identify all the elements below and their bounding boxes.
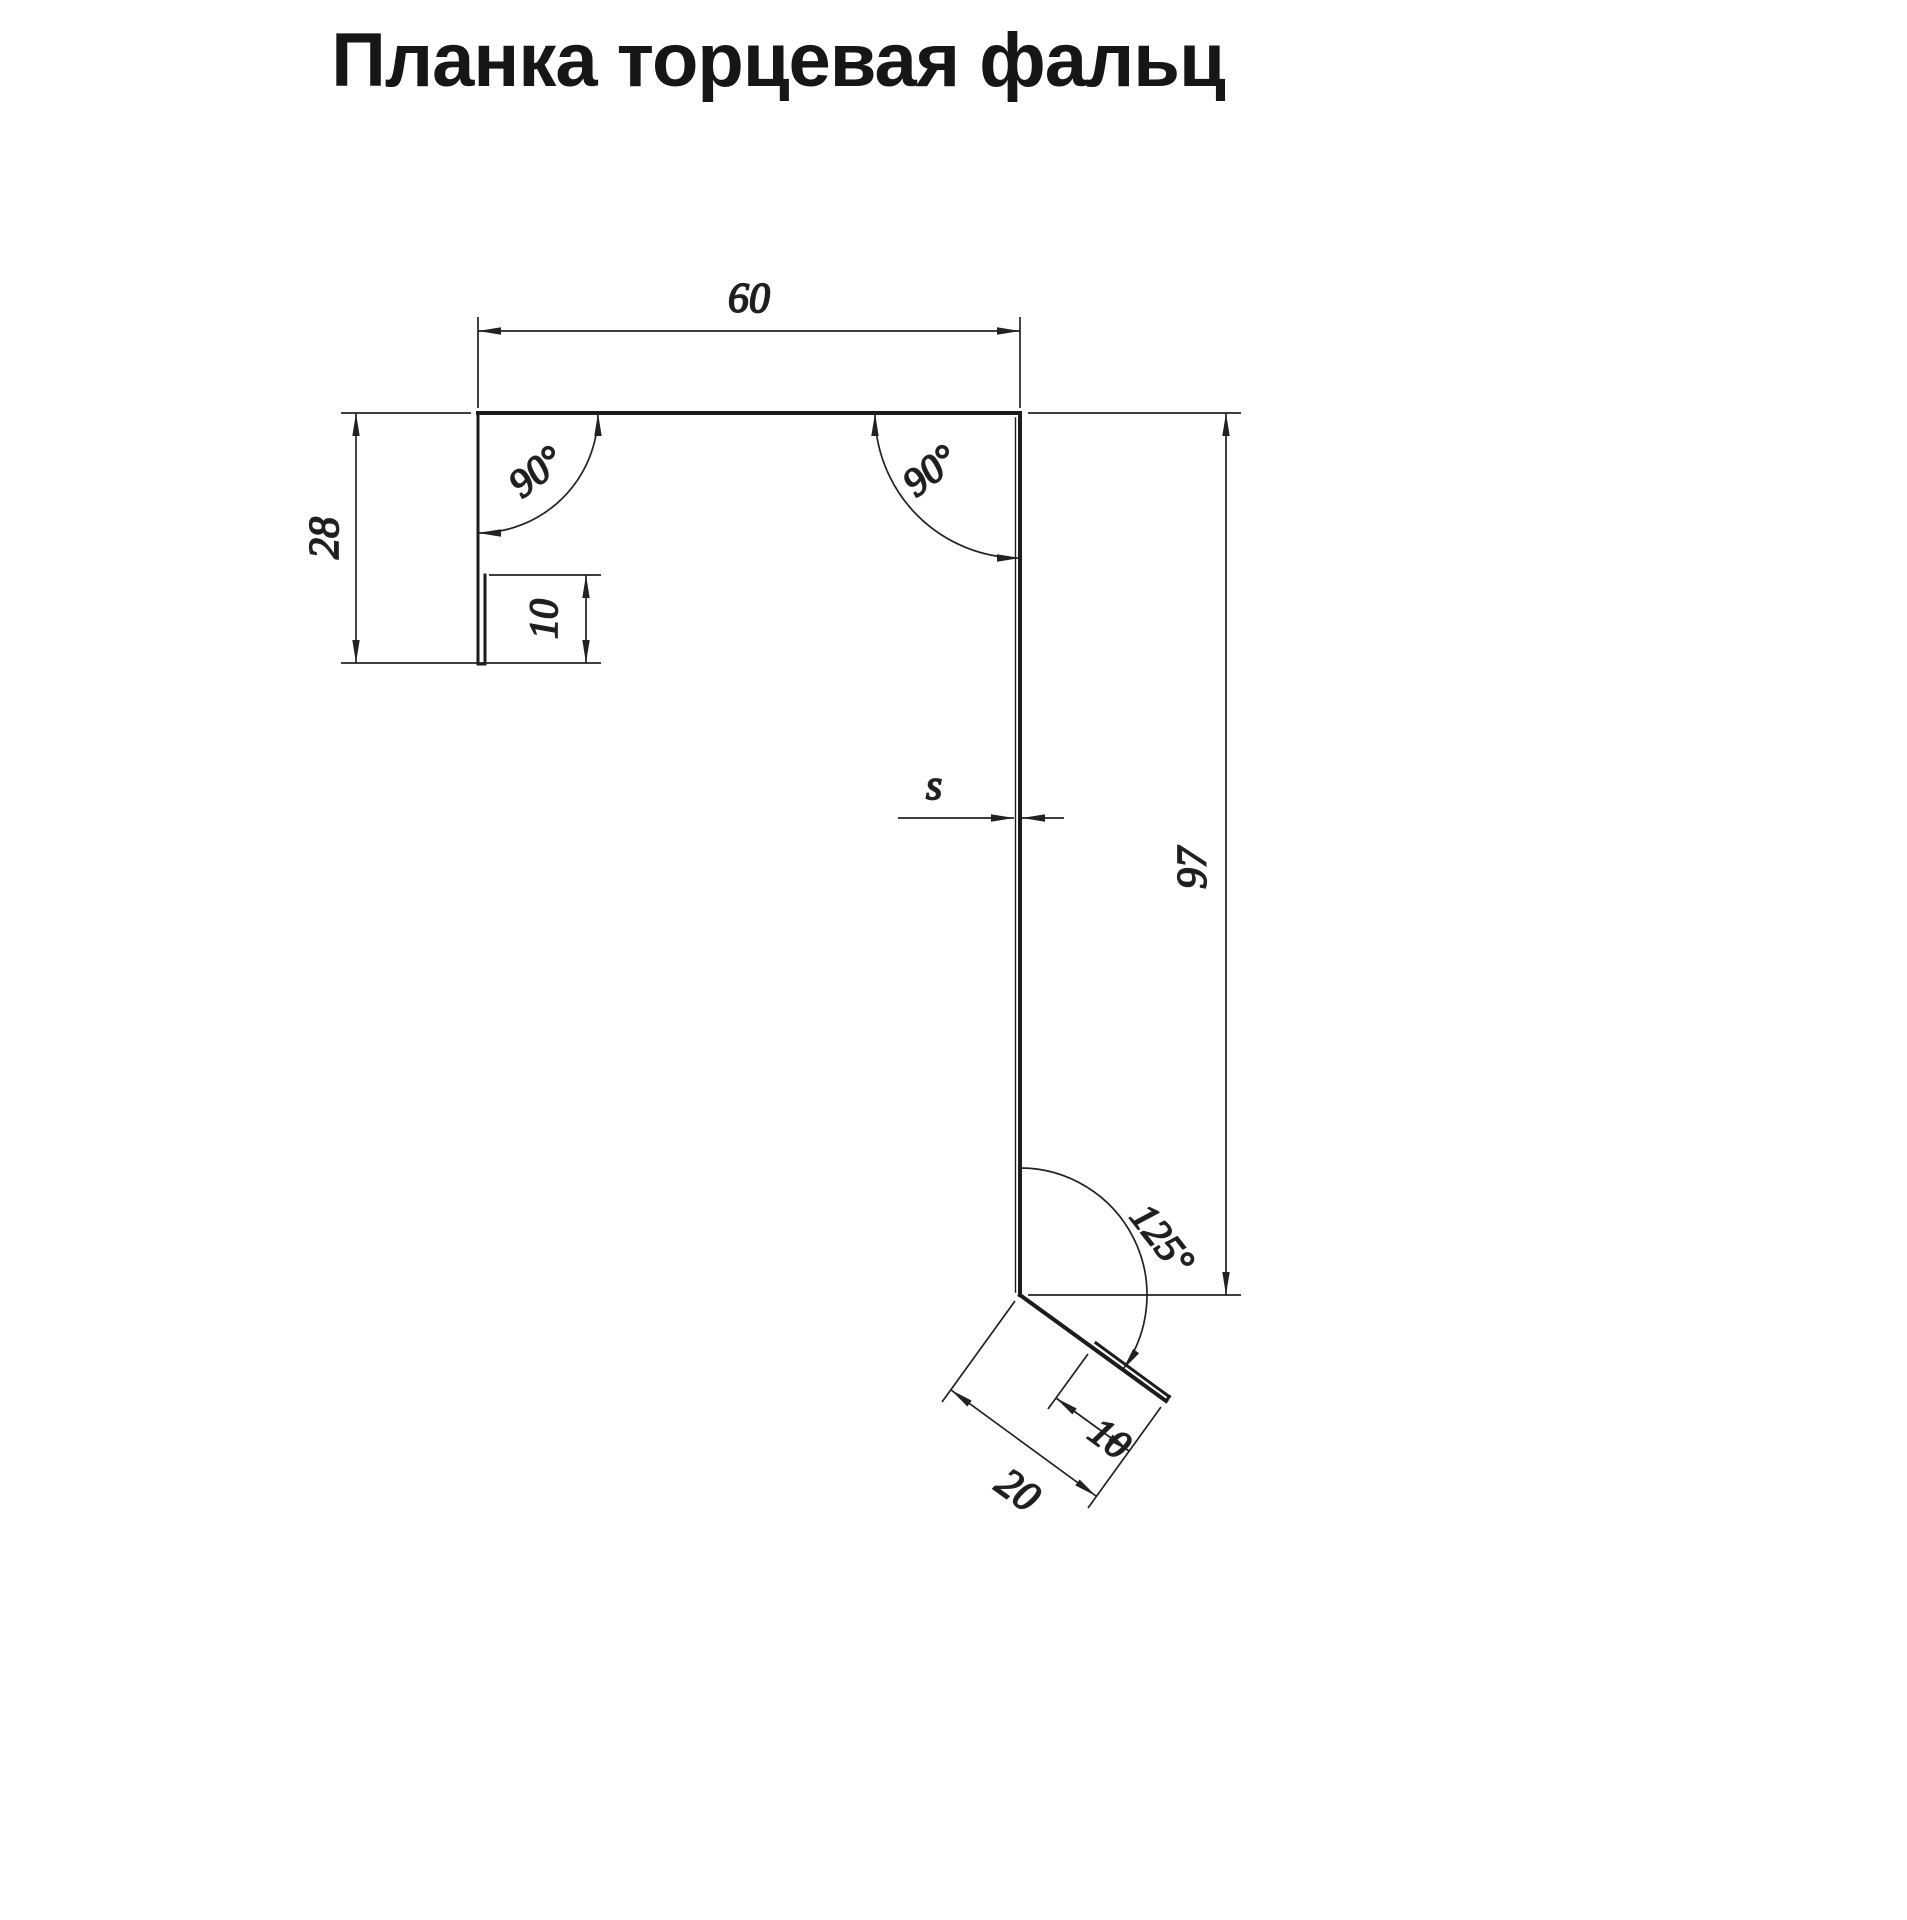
profile-bottom-flange <box>1017 1292 1169 1404</box>
extension-line <box>1087 1406 1162 1509</box>
profile-outline <box>476 411 1172 1404</box>
dim-bottom-flange-label: 20 <box>987 1460 1048 1522</box>
dim-top-width-label: 60 <box>728 276 770 322</box>
dimension-thickness: s <box>898 762 1064 822</box>
dimension-left-height: 28 <box>301 412 601 664</box>
extension-line <box>1047 1353 1089 1410</box>
angle-arc <box>477 412 602 537</box>
dimension-left-hem: 10 <box>489 574 601 663</box>
profile-bottom-hem <box>1093 1340 1172 1399</box>
dimension-bottom-flange: 10 20 <box>941 1300 1162 1522</box>
dimension-line-flange <box>950 1389 1097 1497</box>
angle-bottom: 125° <box>1019 1167 1205 1371</box>
dim-left-height-label: 28 <box>302 517 348 559</box>
dim-left-hem-label: 10 <box>521 599 566 639</box>
profile-bottom-hem-cap <box>1163 1394 1172 1404</box>
dimension-top-width: 60 <box>477 275 1021 408</box>
dimension-right-height: 97 <box>1028 412 1241 1296</box>
angle-arc <box>1019 1167 1148 1371</box>
dim-thickness-label: s <box>926 763 942 809</box>
angle-top-left-label: 90° <box>500 436 572 506</box>
angle-top-right: 90° <box>871 412 1021 562</box>
angle-arc <box>871 412 1021 562</box>
angle-top-left: 90° <box>477 412 602 537</box>
dim-right-height-label: 97 <box>1170 845 1216 889</box>
dim-bottom-hem-label: 10 <box>1081 1408 1140 1468</box>
extension-line <box>941 1300 1016 1403</box>
page-title: Планка торцевая фальц <box>331 18 1226 103</box>
angle-top-right-label: 90° <box>894 435 966 505</box>
